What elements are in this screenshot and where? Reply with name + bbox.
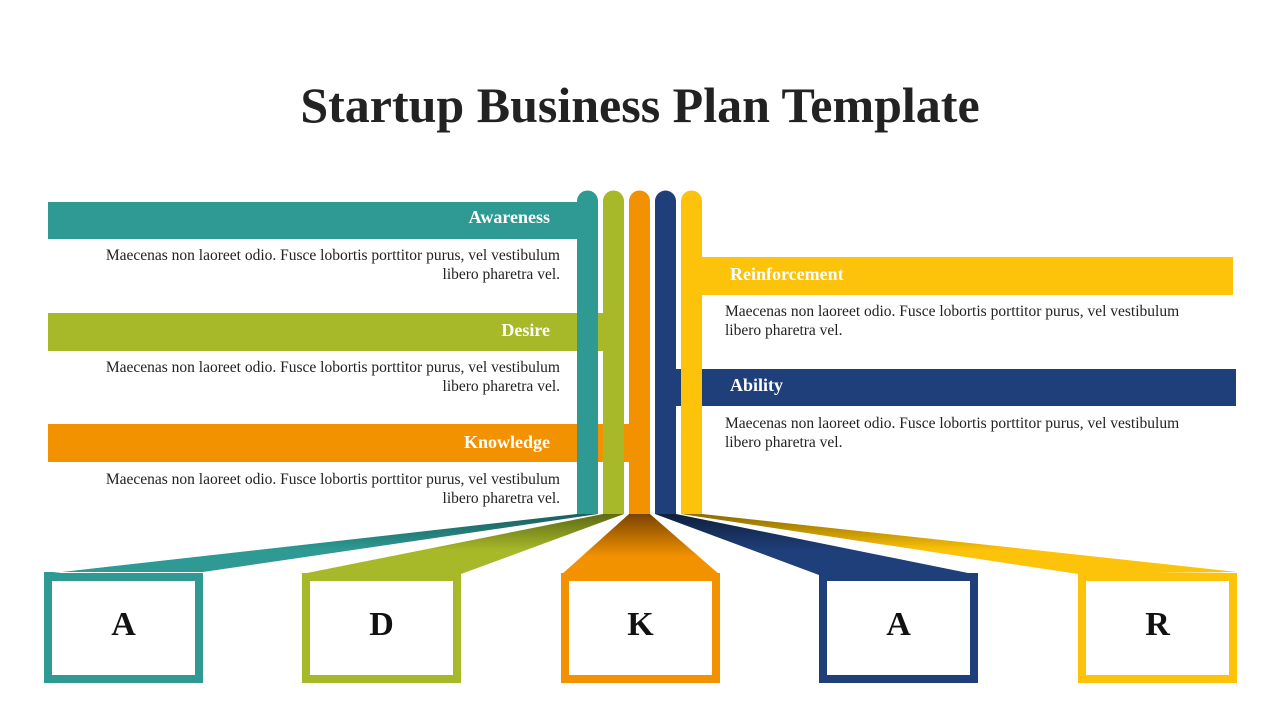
letter-a2: A [886,606,911,643]
letter-a: A [111,606,136,643]
letter-d: D [369,606,394,643]
ability-bar [655,369,1236,406]
navy-funnel [655,514,978,575]
box-a2 [819,573,978,683]
teal-funnel [44,514,598,574]
box-k [561,573,720,683]
awareness-label: Awareness [468,207,550,227]
reinforcement-text: Maecenas non laoreet odio. Fusce loborti… [725,303,1180,339]
box-a [44,573,203,683]
ability-text: Maecenas non laoreet odio. Fusce loborti… [725,415,1180,451]
desire-bar [48,313,624,351]
yellow-funnel [681,514,1237,574]
olive-pillar [603,190,624,514]
reinforcement-label: Reinforcement [730,264,844,284]
page-title: Startup Business Plan Template [300,77,980,133]
olive-funnel [302,514,624,574]
knowledge-text: Maecenas non laoreet odio. Fusce loborti… [105,471,560,507]
yellow-pillar [681,190,702,514]
letter-r: R [1145,606,1170,643]
box-d [302,573,461,683]
orange-funnel [561,514,720,575]
desire-text: Maecenas non laoreet odio. Fusce loborti… [105,359,560,395]
knowledge-bar [48,424,650,462]
ability-label: Ability [730,375,784,395]
knowledge-label: Knowledge [463,432,550,452]
desire-label: Desire [501,320,550,340]
navy-pillar [655,190,676,514]
orange-pillar [629,190,650,514]
awareness-bar [48,202,598,239]
awareness-text: Maecenas non laoreet odio. Fusce loborti… [105,247,560,283]
box-r [1078,573,1237,683]
letter-k: K [627,606,654,643]
teal-pillar [577,190,598,514]
reinforcement-bar [681,257,1233,295]
